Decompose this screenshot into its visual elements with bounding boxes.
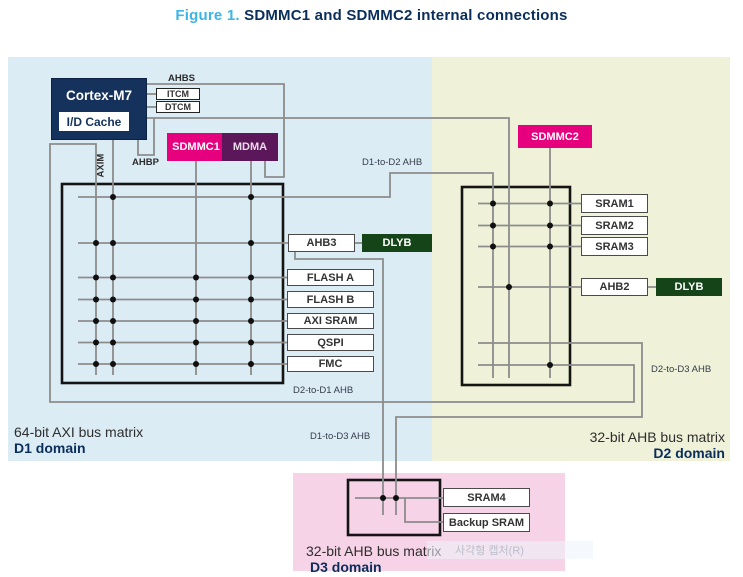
flash-b-block: FLASH B: [287, 291, 374, 308]
capture-watermark-text: 사각형 캡처(R): [455, 545, 524, 557]
axi-sram-block: AXI SRAM: [287, 313, 374, 329]
wire-ahbs: [147, 83, 285, 178]
d3-matrix-label: 32-bit AHB bus matrix: [306, 543, 442, 559]
wire-ahbp-loop: [137, 118, 155, 156]
figure-caption: Figure 1. SDMMC1 and SDMMC2 internal con…: [0, 7, 743, 24]
d1-bus-matrix-frame: [60, 182, 285, 385]
figure-title: SDMMC1 and SDMMC2 internal connections: [244, 7, 568, 24]
sram1-block: SRAM1: [581, 194, 648, 213]
itcm-block: ITCM: [156, 88, 200, 100]
d1-to-d2-ahb-label: D1-to-D2 AHB: [362, 157, 423, 168]
d1-domain-caption: 64-bit AXI bus matrix D1 domain: [14, 424, 143, 456]
d2-bus-matrix-frame: [460, 185, 572, 387]
ahbp-bus-label: AHBP: [132, 157, 159, 168]
d1-domain-label: D1 domain: [14, 440, 86, 456]
wire-row-backup-sram: [404, 498, 443, 523]
d2-to-d3-ahb-label: D2-to-D3 AHB: [651, 364, 712, 375]
sram4-block: SRAM4: [443, 488, 530, 507]
wire-d1-to-d3-ahb: [294, 252, 384, 515]
ahb2-block: AHB2: [581, 278, 648, 296]
ahbs-bus-label: AHBS: [168, 73, 195, 84]
d2-to-d1-ahb-label: D2-to-D1 AHB: [293, 385, 354, 396]
d2-matrix-label: 32-bit AHB bus matrix: [589, 429, 725, 445]
d2-domain-region: [432, 57, 730, 461]
backup-sram-block: Backup SRAM: [443, 513, 530, 532]
d3-domain-caption: 32-bit AHB bus matrix D3 domain: [306, 543, 441, 575]
d3-domain-label: D3 domain: [310, 559, 382, 575]
junction-dots: [93, 194, 553, 501]
sram3-block: SRAM3: [581, 237, 648, 256]
d3-bus-matrix-frame: [346, 478, 442, 537]
d1-matrix-label: 64-bit AXI bus matrix: [14, 424, 144, 440]
d2-domain-caption: 32-bit AHB bus matrix D2 domain: [590, 429, 725, 461]
sram2-block: SRAM2: [581, 216, 648, 235]
cortex-m7-block: Cortex-M7 I/D Cache: [51, 78, 147, 140]
fmc-block: FMC: [287, 356, 374, 372]
flash-a-block: FLASH A: [287, 269, 374, 286]
d1-to-d3-ahb-label: D1-to-D3 AHB: [310, 431, 371, 442]
sdmmc2-block: SDMMC2: [518, 125, 592, 148]
cortex-m7-label: Cortex-M7: [65, 88, 132, 103]
wire-d2-to-d1-ahb: [49, 143, 635, 403]
capture-watermark: 사각형 캡처(R): [427, 541, 593, 559]
dlyb-d2-block: DLYB: [656, 278, 722, 296]
dlyb-d1-block: DLYB: [362, 234, 432, 252]
figure-number: Figure 1.: [175, 7, 240, 24]
ahb3-block: AHB3: [288, 234, 355, 252]
wire-d1-to-d2-ahb: [78, 172, 494, 378]
id-cache-block: I/D Cache: [59, 112, 129, 131]
axim-bus-label: AXIM: [95, 153, 107, 178]
dtcm-block: DTCM: [156, 101, 200, 113]
wire-ahbp-to-d2: [147, 117, 510, 378]
mdma-block: MDMA: [222, 133, 278, 161]
d2-domain-label: D2 domain: [653, 445, 725, 461]
qspi-block: QSPI: [287, 334, 374, 351]
wire-d2-to-d3-ahb: [395, 342, 643, 515]
sdmmc1-block: SDMMC1: [167, 133, 225, 161]
